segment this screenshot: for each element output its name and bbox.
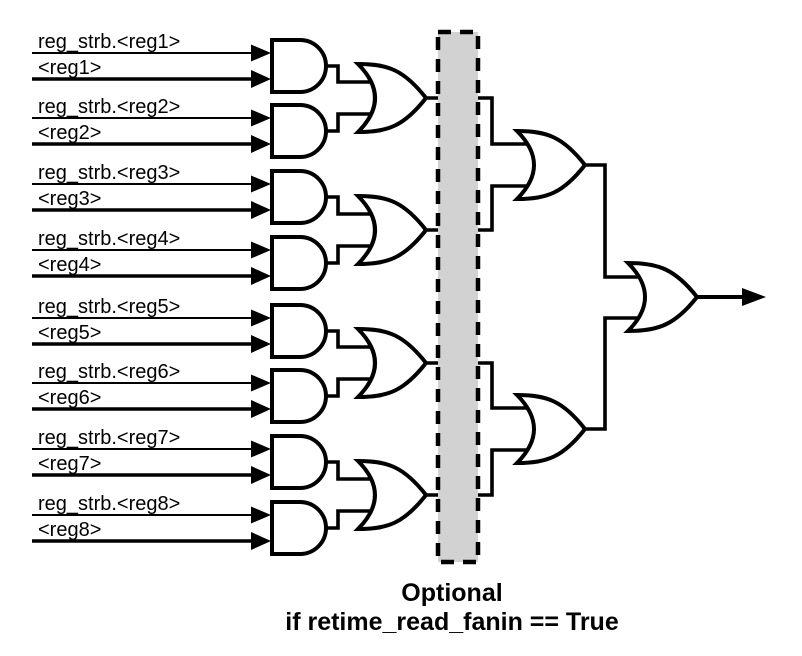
caption-line2: if retime_read_fanin == True bbox=[285, 608, 619, 636]
input-arrowhead-icon bbox=[251, 374, 271, 392]
input-arrowhead-icon bbox=[251, 109, 271, 127]
retime-stage-box bbox=[435, 29, 481, 565]
and-gate-icon bbox=[270, 38, 328, 94]
input-label-data: <reg3> bbox=[38, 188, 101, 210]
and-gate-icon bbox=[270, 303, 328, 359]
input-arrowhead-icon bbox=[251, 335, 271, 353]
input-arrowhead-icon bbox=[251, 309, 271, 327]
input-label-strobe: reg_strb.<reg1> bbox=[38, 31, 180, 53]
or-gate-icon bbox=[512, 128, 588, 202]
and-to-or-wire bbox=[326, 195, 378, 216]
and-to-or-wire bbox=[326, 64, 378, 84]
and-to-or-wire bbox=[326, 509, 378, 530]
caption-line1: Optional bbox=[401, 579, 502, 607]
and-to-or-wire bbox=[326, 377, 378, 398]
input-label-strobe: reg_strb.<reg2> bbox=[38, 96, 180, 118]
input-label-strobe: reg_strb.<reg4> bbox=[38, 228, 180, 250]
input-label-data: <reg1> bbox=[38, 57, 101, 79]
or-gate-icon bbox=[353, 326, 429, 400]
input-arrowhead-icon bbox=[251, 175, 271, 193]
and-to-or-wire bbox=[326, 112, 378, 133]
or-gate-icon bbox=[353, 193, 429, 267]
input-arrowhead-icon bbox=[251, 44, 271, 62]
or-gate-icon bbox=[623, 260, 700, 334]
input-arrowhead-icon bbox=[251, 400, 271, 418]
input-arrowhead-icon bbox=[251, 440, 271, 458]
input-label-data: <reg2> bbox=[38, 122, 101, 144]
input-label-data: <reg7> bbox=[38, 453, 101, 475]
or3-to-final-wire bbox=[585, 316, 646, 431]
and-to-or-wire bbox=[326, 329, 378, 349]
input-label-data: <reg5> bbox=[38, 322, 101, 344]
input-label-data: <reg6> bbox=[38, 387, 101, 409]
input-arrowhead-icon bbox=[251, 466, 271, 484]
or-gate-icon bbox=[353, 61, 429, 135]
input-arrowhead-icon bbox=[251, 135, 271, 153]
input-arrowhead-icon bbox=[251, 506, 271, 524]
input-label-strobe: reg_strb.<reg3> bbox=[38, 162, 180, 184]
input-arrowhead-icon bbox=[251, 241, 271, 259]
input-label-strobe: reg_strb.<reg5> bbox=[38, 296, 180, 318]
and-gate-icon bbox=[270, 169, 328, 225]
input-label-data: <reg4> bbox=[38, 254, 101, 276]
output-arrowhead-icon bbox=[742, 288, 766, 306]
input-arrowhead-icon bbox=[251, 267, 271, 285]
input-label-strobe: reg_strb.<reg8> bbox=[38, 493, 180, 515]
or-gate-icon bbox=[512, 392, 588, 466]
or3-to-final-wire bbox=[585, 163, 646, 279]
input-label-data: <reg8> bbox=[38, 519, 101, 541]
and-gate-icon bbox=[270, 103, 328, 159]
and-gate-icon bbox=[270, 434, 328, 490]
and-gate-icon bbox=[270, 368, 328, 424]
input-arrowhead-icon bbox=[251, 70, 271, 88]
or-gate-icon bbox=[353, 458, 429, 532]
input-label-strobe: reg_strb.<reg6> bbox=[38, 361, 180, 383]
and-gate-icon bbox=[270, 235, 328, 291]
and-to-or-wire bbox=[326, 244, 378, 265]
input-arrowhead-icon bbox=[251, 532, 271, 550]
and-gate-icon bbox=[270, 500, 328, 556]
input-label-strobe: reg_strb.<reg7> bbox=[38, 427, 180, 449]
input-arrowhead-icon bbox=[251, 201, 271, 219]
and-to-or-wire bbox=[326, 460, 378, 481]
